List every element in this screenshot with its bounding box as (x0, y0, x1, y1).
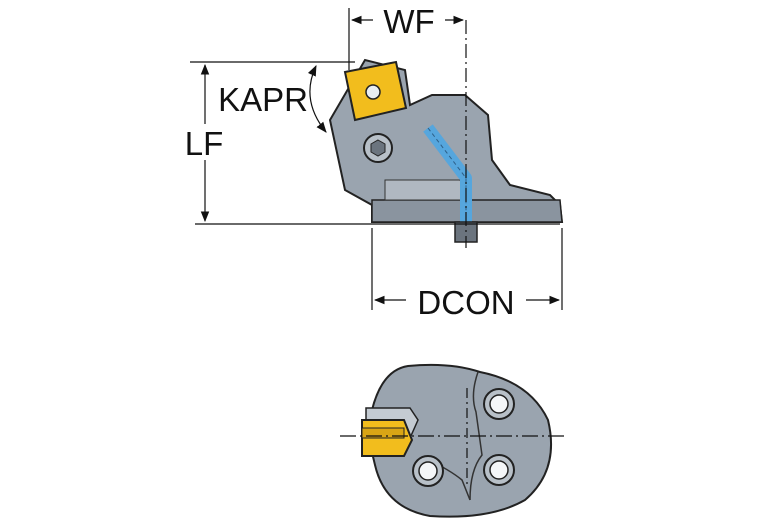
top-inner-contour (469, 371, 483, 501)
top-insert-edge (361, 427, 405, 439)
kapr-label: KAPR (218, 81, 308, 118)
bolt-hole-inner-icon (418, 461, 438, 481)
wf-label-bg (373, 4, 445, 36)
lf-label-bg (180, 124, 228, 160)
bolt-hole-inner-icon (489, 394, 509, 414)
top-view (340, 363, 566, 518)
wf-label: WF (383, 3, 434, 40)
insert-hole-icon (365, 84, 381, 100)
holder-recess (384, 179, 471, 201)
side-view: WF LF KAPR DCON (180, 3, 564, 321)
kapr-arc (307, 65, 327, 133)
dcon-label: DCON (417, 284, 514, 321)
hex-socket-icon (370, 139, 386, 157)
lf-label: LF (185, 125, 224, 162)
dcon-label-bg (406, 282, 526, 318)
bolt-hole-inner-icon (489, 460, 509, 480)
